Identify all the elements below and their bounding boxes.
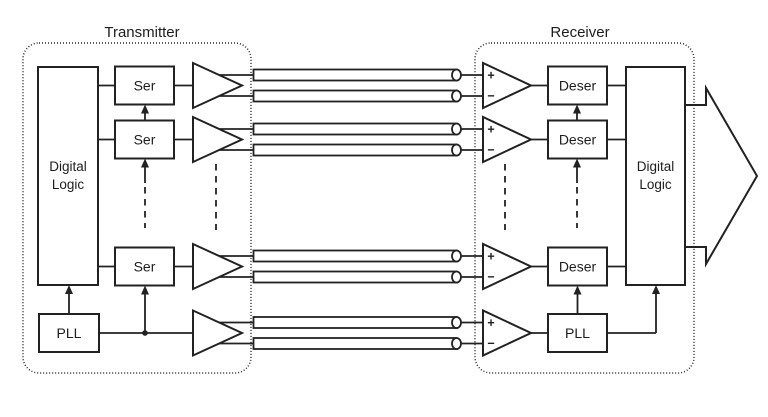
tx-ser3-label: Ser xyxy=(134,259,156,275)
rx-amp2-minus-label: − xyxy=(487,143,494,157)
rx-amp2-receiver-icon xyxy=(482,115,534,164)
tx-ser2-label: Ser xyxy=(134,132,156,148)
rx-amp3-receiver-icon xyxy=(482,242,534,291)
tx-ser3-box xyxy=(114,246,175,287)
tx-amp3-driver-icon xyxy=(192,242,245,291)
rx-lane-wires xyxy=(531,84,660,334)
tx-ser2-clock-arrowhead xyxy=(141,158,149,168)
transmitter-boundary xyxy=(22,42,252,374)
channel4-n-endcap xyxy=(451,337,462,350)
channel3-p-line xyxy=(252,249,458,263)
rx-amp1-minus-label: − xyxy=(487,89,494,103)
tx-dl-clock-arrowhead xyxy=(65,285,73,294)
channel2-p-line xyxy=(252,122,458,136)
tx-digital-logic-label-1: Digital xyxy=(49,159,87,174)
rx-amp3-minus-label: − xyxy=(487,270,494,284)
tx-pll-box xyxy=(38,313,100,353)
tx-ser2-box xyxy=(114,119,175,160)
tx-amp1-driver-icon xyxy=(192,61,245,110)
rx-pll-label: PLL xyxy=(565,325,590,341)
channel4-p-endcap xyxy=(451,316,462,329)
rx-deser2-clock-arrowhead xyxy=(573,158,581,168)
rx-deser1-label: Deser xyxy=(559,78,597,94)
rx-deser3-box xyxy=(547,246,608,287)
rx-digital-logic-label-1: Digital xyxy=(637,159,675,174)
tx-pll-label: PLL xyxy=(57,325,82,341)
rx-amp4-plus-label: + xyxy=(487,316,494,330)
tx-digital-logic-box xyxy=(37,66,99,286)
tx-lane-wires xyxy=(98,74,254,345)
transmitter-title: Transmitter xyxy=(104,24,179,41)
tx-ser1-clock-arrowhead xyxy=(141,104,149,114)
rx-clock-branches xyxy=(504,104,582,314)
rx-digital-logic-box xyxy=(625,66,686,286)
rx-amp2-plus-label: + xyxy=(487,123,494,137)
channel1-p-line xyxy=(252,68,458,82)
rx-amplifiers: + − + − + − + − xyxy=(482,61,534,358)
tx-amp2-driver-icon xyxy=(192,115,245,164)
channel3-n-endcap xyxy=(451,270,462,284)
rx-deser2-box xyxy=(547,119,608,160)
channel3-n-line xyxy=(252,270,458,284)
rx-amp1-receiver-icon xyxy=(482,61,534,110)
rx-amp4-minus-label: − xyxy=(487,337,494,351)
rx-deser3-label: Deser xyxy=(559,259,597,275)
channel1-n-endcap xyxy=(451,89,462,103)
channel2-p-endcap xyxy=(451,122,462,136)
tx-digital-logic-label-2: Logic xyxy=(52,177,85,192)
rx-deser2-label: Deser xyxy=(559,132,597,148)
channel2-n-endcap xyxy=(451,143,462,157)
channel4-p-line xyxy=(252,316,458,329)
receiver-title: Receiver xyxy=(550,24,609,41)
tx-clock-branches xyxy=(65,104,217,336)
channel-lines xyxy=(252,68,483,350)
rx-deser1-box xyxy=(547,65,608,106)
tx-ser1-box xyxy=(114,65,175,106)
rx-dl-clock-arrowhead xyxy=(652,285,660,294)
channel4-n-line xyxy=(252,337,458,350)
tx-amp4-clock-driver-icon xyxy=(192,308,245,358)
rx-deser1-clock-arrowhead xyxy=(573,104,581,114)
rx-parallel-output-arrow-icon xyxy=(685,84,759,268)
tx-ser3-clock-arrowhead xyxy=(141,285,149,295)
tx-ser1-label: Ser xyxy=(134,78,156,94)
channel1-p-endcap xyxy=(451,68,462,82)
rx-amp1-plus-label: + xyxy=(487,69,494,83)
rx-amp3-plus-label: + xyxy=(487,250,494,264)
rx-deser3-clock-arrowhead xyxy=(573,285,582,295)
channel1-n-line xyxy=(252,89,458,103)
rx-pll-box xyxy=(547,313,608,353)
rx-digital-logic-label-2: Logic xyxy=(639,177,672,192)
rx-amp4-clock-receiver-icon xyxy=(482,308,534,358)
channel3-p-endcap xyxy=(451,249,462,263)
receiver-boundary xyxy=(474,42,695,374)
channel2-n-line xyxy=(252,143,458,157)
